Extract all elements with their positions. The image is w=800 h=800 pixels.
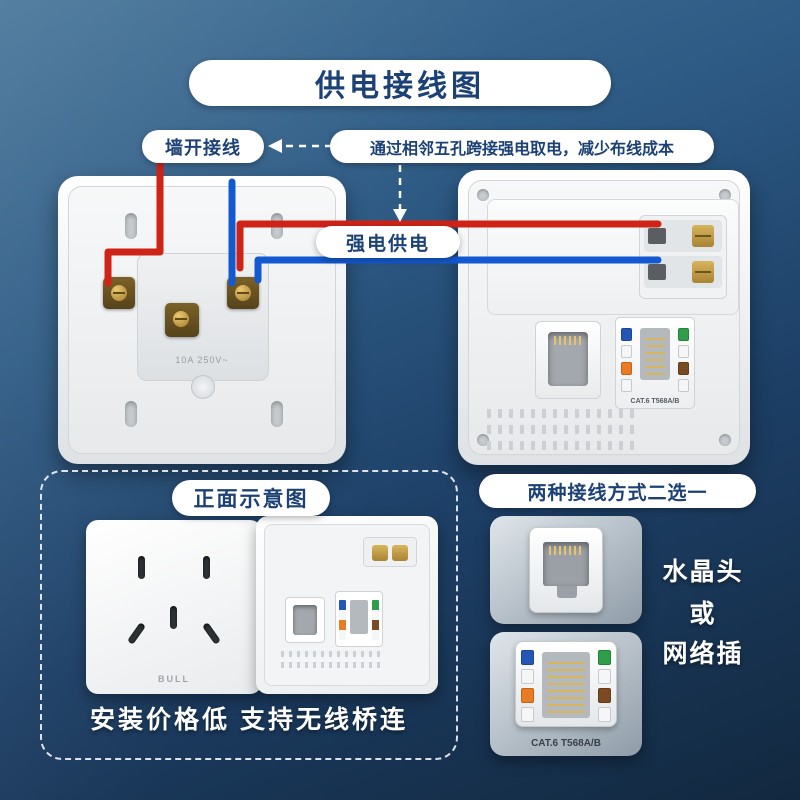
wire-pair-chip bbox=[621, 345, 632, 358]
punchdown-block: CAT.6 T568A/B bbox=[615, 317, 695, 409]
mini-punchdown-block bbox=[335, 591, 383, 647]
note-arrow bbox=[268, 139, 332, 153]
panel-front-view bbox=[256, 516, 438, 694]
terminal-screw bbox=[111, 285, 127, 301]
rj45-socket-hole bbox=[293, 605, 317, 635]
mounting-slot bbox=[125, 401, 137, 427]
mounting-slot bbox=[125, 213, 137, 239]
power-arrow bbox=[393, 165, 407, 222]
network-insert-card: CAT.6 T568A/B bbox=[490, 632, 642, 756]
wire-pair-chip bbox=[678, 345, 689, 358]
rj45-socket-hole bbox=[548, 332, 588, 386]
pin-slot bbox=[203, 556, 210, 579]
wire-entry-slot bbox=[648, 264, 666, 280]
option-crystal-label: 水晶头 bbox=[662, 558, 744, 586]
wire-pair-chip bbox=[678, 328, 689, 341]
wire-pair-chips bbox=[339, 600, 346, 640]
wire-pair-chip bbox=[521, 669, 534, 684]
option-or-label: 或 bbox=[689, 600, 717, 628]
socket-back-view: 10A 250V~ bbox=[58, 176, 346, 464]
earth-terminal bbox=[165, 303, 199, 337]
wire-pair-chip bbox=[521, 707, 534, 722]
punchdown-contacts bbox=[542, 652, 590, 718]
options-title: 两种接线方式二选一 bbox=[479, 474, 756, 508]
live-terminal bbox=[103, 277, 135, 309]
panel-back-face: CAT.6 T568A/B bbox=[468, 180, 740, 455]
wire-pair-chip bbox=[678, 379, 689, 392]
front-view-section: 正面示意图 BULL bbox=[40, 470, 458, 760]
wire-pair-chip bbox=[621, 379, 632, 392]
wire-pair-chip bbox=[621, 362, 632, 375]
cat6-label: CAT.6 T568A/B bbox=[531, 738, 601, 749]
terminal-screw bbox=[392, 545, 408, 561]
corner-screw bbox=[477, 434, 489, 446]
pin-slot bbox=[127, 622, 146, 645]
vent-row bbox=[487, 425, 639, 434]
gold-contacts bbox=[645, 333, 665, 375]
wire-pair-chips bbox=[372, 600, 379, 640]
option-network-label: 网络插 bbox=[662, 640, 744, 668]
socket-back-face: 10A 250V~ bbox=[68, 186, 336, 454]
panel-front-face bbox=[264, 524, 430, 686]
terminal-screw bbox=[372, 545, 388, 561]
rj45-clip-notch bbox=[557, 586, 577, 598]
vent-grid bbox=[487, 409, 639, 457]
socket-front-view: BULL bbox=[86, 520, 262, 694]
front-caption: 安装价格低 支持无线桥连 bbox=[90, 706, 408, 734]
crystal-head-card bbox=[490, 516, 642, 624]
wire-pair-chip bbox=[521, 688, 534, 703]
wire-pair-chip bbox=[598, 669, 611, 684]
rj45-gold-pins bbox=[554, 336, 582, 345]
corner-screw bbox=[719, 434, 731, 446]
rj45-port bbox=[535, 321, 601, 399]
vent-row bbox=[487, 441, 639, 450]
mounting-slot bbox=[271, 401, 283, 427]
neutral-terminal-row bbox=[644, 256, 722, 288]
punchdown-contacts bbox=[640, 328, 670, 380]
wire-pair-chip bbox=[598, 707, 611, 722]
rj45-socket-hole bbox=[543, 542, 589, 586]
mounting-slot bbox=[271, 213, 283, 239]
neutral-terminal bbox=[227, 277, 259, 309]
wire-pair-chip bbox=[521, 650, 534, 665]
corner-screw bbox=[477, 189, 489, 201]
corner-screw bbox=[719, 189, 731, 201]
socket-rating-label: 10A 250V~ bbox=[175, 355, 229, 365]
pin-slot bbox=[202, 622, 221, 645]
front-view-title: 正面示意图 bbox=[172, 480, 330, 516]
jumper-note-label: 通过相邻五孔跨接强电取电，减少布线成本 bbox=[330, 130, 714, 163]
panel-back-view: CAT.6 T568A/B bbox=[458, 170, 750, 465]
wire-pair-chip bbox=[598, 650, 611, 665]
rj45-gold-pins bbox=[549, 546, 583, 555]
vent-row bbox=[281, 651, 385, 657]
terminal-screw bbox=[692, 261, 714, 283]
live-terminal-row bbox=[644, 220, 722, 252]
vent-row bbox=[281, 662, 385, 668]
gold-contacts bbox=[547, 657, 585, 713]
earth-pin-slot bbox=[170, 606, 177, 629]
wall-wiring-label: 墙开接线 bbox=[142, 130, 264, 163]
power-terminal-block bbox=[639, 215, 727, 299]
keystone-top-view bbox=[515, 641, 617, 727]
rj45-jack-front bbox=[529, 527, 603, 613]
punchdown-contacts bbox=[350, 600, 368, 634]
power-supply-label: 强电供电 bbox=[316, 226, 460, 258]
vent-row bbox=[487, 409, 639, 418]
brand-label: BULL bbox=[158, 674, 190, 684]
wire-entry-slot bbox=[648, 228, 666, 244]
pin-slot bbox=[138, 556, 145, 579]
mini-rj45-port bbox=[285, 597, 325, 643]
socket-center-screw bbox=[191, 375, 215, 399]
terminal-screw bbox=[235, 285, 251, 301]
terminal-screw bbox=[692, 225, 714, 247]
wire-pair-chip bbox=[598, 688, 611, 703]
mini-terminal-block bbox=[363, 537, 417, 567]
page-title: 供电接线图 bbox=[189, 60, 611, 106]
wire-pair-chip bbox=[621, 328, 632, 341]
wire-pair-chip bbox=[678, 362, 689, 375]
cat6-back-label: CAT.6 T568A/B bbox=[630, 398, 680, 405]
vent-grid bbox=[281, 651, 385, 673]
terminal-screw bbox=[173, 311, 189, 327]
